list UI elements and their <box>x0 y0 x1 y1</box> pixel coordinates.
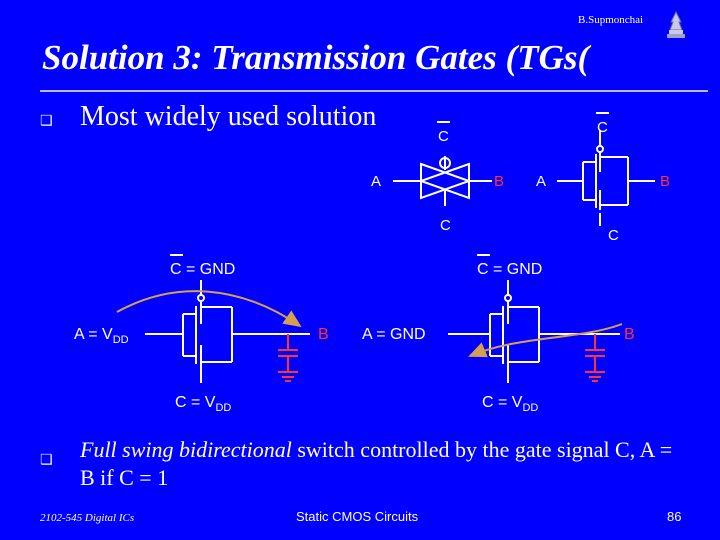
tg-transistor <box>557 130 655 226</box>
right-b-label: B <box>624 326 635 343</box>
tg-transistor-a-label: A <box>536 173 546 190</box>
footer-topic: Static CMOS Circuits <box>296 509 419 524</box>
left-flow-arrow <box>116 290 302 328</box>
left-c-label: C = VDD <box>175 394 231 414</box>
tg-symbol <box>393 156 492 206</box>
right-switch <box>448 280 620 383</box>
left-a-label: A = VDD <box>74 326 129 346</box>
footer-course: 2102-545 Digital ICs <box>40 512 135 524</box>
page-number: 86 <box>667 509 682 524</box>
left-b-label: B <box>318 326 329 343</box>
right-load-capacitor <box>585 334 605 382</box>
bullet-icon: ❑ <box>40 113 53 129</box>
left-switch <box>145 280 310 383</box>
right-cbar-label: C = GND <box>477 261 542 278</box>
bullet-text: Full swing bidirectional switch controll… <box>80 437 673 490</box>
tg-symbol-b-label: B <box>494 173 504 190</box>
tg-symbol-cbar-label: C <box>438 128 449 145</box>
bullet-text: Most widely used solution <box>80 101 377 132</box>
page-title: Solution 3: Transmission Gates (TGs( <box>42 38 590 77</box>
tg-transistor-cbar-label: C <box>597 119 608 136</box>
left-cbar-label: C = GND <box>170 261 235 278</box>
author-label: B.Supmonchai <box>578 14 644 26</box>
right-c-label: C = VDD <box>482 394 538 414</box>
right-flow-arrow <box>468 323 623 358</box>
left-load-capacitor <box>278 334 298 382</box>
right-a-label: A = GND <box>362 326 426 343</box>
tg-transistor-b-label: B <box>660 173 670 190</box>
bullet-icon: ❑ <box>40 452 53 468</box>
tg-symbol-a-label: A <box>371 173 381 190</box>
logo-icon <box>665 10 687 45</box>
title-divider <box>40 90 708 92</box>
tg-symbol-c-label: C <box>440 217 451 234</box>
tg-transistor-c-label: C <box>608 227 619 244</box>
